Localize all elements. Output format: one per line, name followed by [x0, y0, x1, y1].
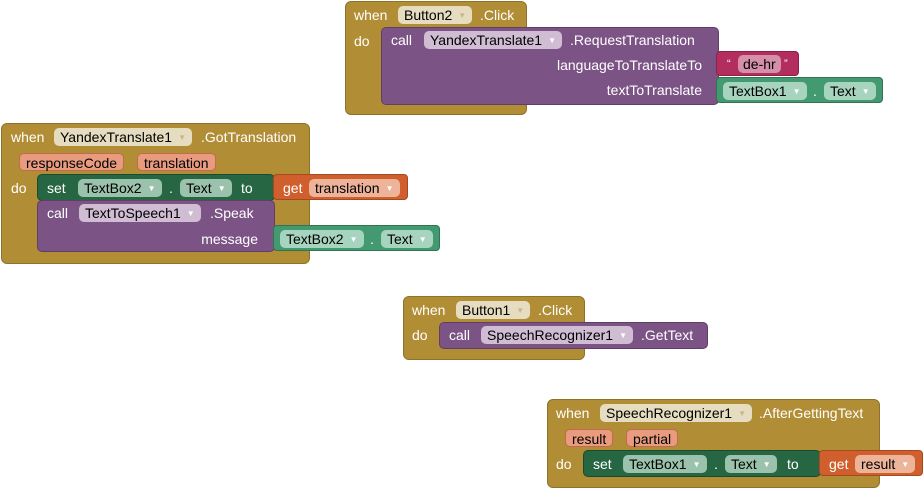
component-dropdown[interactable]: SpeechRecognizer1▼ — [600, 404, 753, 422]
component-dropdown[interactable]: TextBox1▼ — [723, 82, 807, 100]
dot-separator: . — [714, 456, 718, 472]
dropdown-arrow-icon: ▼ — [178, 133, 186, 142]
call-block-speak[interactable]: call TextToSpeech1▼ .Speak message — [37, 200, 275, 252]
method-name: .GetText — [641, 327, 694, 343]
arg-label-text: textToTranslate — [606, 82, 702, 98]
event-param-partial[interactable]: partial — [626, 429, 679, 447]
dropdown-arrow-icon: ▼ — [762, 460, 771, 469]
component-dropdown[interactable]: TextBox1▼ — [623, 455, 707, 473]
event-name: .GotTranslation — [201, 129, 297, 145]
component-dropdown[interactable]: Button2▼ — [398, 6, 473, 24]
call-block-get-text[interactable]: call SpeechRecognizer1▼ .GetText — [439, 322, 708, 349]
dropdown-arrow-icon: ▼ — [349, 235, 358, 244]
event-name: .Click — [538, 302, 573, 318]
do-label: do — [556, 456, 572, 472]
dot-separator: . — [169, 180, 173, 196]
set-label: set — [47, 180, 66, 196]
component-dropdown[interactable]: TextBox2▼ — [78, 179, 162, 197]
call-label: call — [391, 32, 413, 48]
dropdown-arrow-icon: ▼ — [548, 36, 556, 45]
dot-separator: . — [370, 231, 374, 247]
dropdown-arrow-icon: ▼ — [901, 460, 910, 469]
to-label: to — [787, 456, 799, 472]
call-block-request-translation[interactable]: call YandexTranslate1▼ .RequestTranslati… — [381, 27, 719, 105]
when-label: when — [412, 302, 446, 318]
get-block-result[interactable]: get result▼ — [819, 450, 923, 476]
get-block-translation[interactable]: get translation▼ — [273, 174, 408, 200]
text-value[interactable]: de-hr — [738, 55, 781, 73]
event-param-result[interactable]: result — [565, 429, 614, 447]
arg-label-language: languageToTranslateTo — [556, 57, 702, 73]
dropdown-arrow-icon: ▼ — [385, 184, 394, 193]
set-block-textbox2-text[interactable]: set TextBox2▼ . Text▼ to — [37, 174, 275, 201]
variable-dropdown[interactable]: result▼ — [855, 455, 916, 473]
component-dropdown[interactable]: TextBox2▼ — [280, 230, 364, 248]
dropdown-arrow-icon: ▼ — [738, 409, 747, 418]
dropdown-arrow-icon: ▼ — [186, 209, 195, 218]
when-label: when — [556, 405, 590, 421]
get-label: get — [283, 180, 303, 196]
to-label: to — [241, 180, 253, 196]
event-param-responsecode[interactable]: responseCode — [19, 153, 125, 171]
component-dropdown[interactable]: YandexTranslate1▼ — [424, 31, 562, 49]
variable-dropdown[interactable]: translation▼ — [309, 179, 400, 197]
arg-label-message: message — [201, 231, 258, 247]
dropdown-arrow-icon: ▼ — [217, 184, 226, 193]
quote-open: “ — [727, 58, 731, 70]
when-label: when — [11, 129, 45, 145]
property-dropdown[interactable]: Text▼ — [824, 82, 876, 100]
dropdown-arrow-icon: ▼ — [418, 235, 427, 244]
component-dropdown[interactable]: TextToSpeech1▼ — [79, 204, 201, 222]
do-label: do — [354, 33, 370, 49]
dropdown-arrow-icon: ▼ — [861, 87, 870, 96]
method-name: .RequestTranslation — [570, 32, 695, 48]
event-name: .Click — [480, 7, 515, 23]
do-label: do — [412, 327, 428, 343]
set-block-textbox1-text[interactable]: set TextBox1▼ . Text▼ to — [583, 450, 821, 477]
component-dropdown[interactable]: Button1▼ — [456, 301, 531, 319]
call-label: call — [449, 327, 471, 343]
set-label: set — [593, 456, 612, 472]
property-dropdown[interactable]: Text▼ — [381, 230, 433, 248]
when-label: when — [354, 7, 388, 23]
dropdown-arrow-icon: ▼ — [619, 331, 628, 340]
text-block-de-hr[interactable]: “ de-hr ” — [716, 51, 799, 76]
dot-separator: . — [813, 83, 817, 99]
property-dropdown[interactable]: Text▼ — [180, 179, 232, 197]
get-label: get — [829, 456, 849, 472]
dropdown-arrow-icon: ▼ — [516, 306, 525, 315]
component-getter-textbox2-text[interactable]: TextBox2▼ . Text▼ — [273, 225, 440, 251]
event-name: .AfterGettingText — [759, 405, 864, 421]
dropdown-arrow-icon: ▼ — [147, 184, 156, 193]
do-label: do — [11, 180, 27, 196]
component-dropdown[interactable]: YandexTranslate1▼ — [54, 128, 192, 146]
dropdown-arrow-icon: ▼ — [692, 460, 701, 469]
component-getter-textbox1-text[interactable]: TextBox1▼ . Text▼ — [716, 77, 883, 103]
dropdown-arrow-icon: ▼ — [792, 87, 801, 96]
component-dropdown[interactable]: SpeechRecognizer1▼ — [481, 326, 634, 344]
method-name: .Speak — [210, 205, 254, 221]
property-dropdown[interactable]: Text▼ — [725, 455, 777, 473]
dropdown-arrow-icon: ▼ — [458, 11, 467, 20]
quote-close: ” — [784, 58, 788, 70]
call-label: call — [47, 205, 69, 221]
event-param-translation[interactable]: translation — [137, 153, 216, 171]
